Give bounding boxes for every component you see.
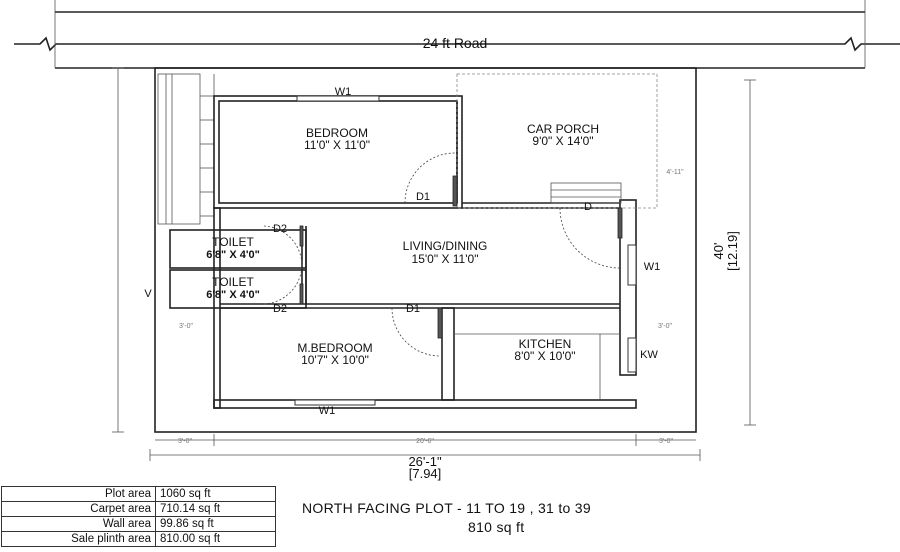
toilet2-size: 6'8" X 4'0" [206,289,260,301]
w1-top-label: W1 [335,86,352,98]
kw-label: KW [640,349,658,361]
plot-caption-line2: 810 sq ft [468,519,525,535]
bedroom-name: BEDROOM [306,126,368,140]
master-bedroom-name: M.BEDROOM [297,341,372,355]
w1-right-label: W1 [644,261,661,273]
area-label: Carpet area [1,501,156,517]
d2-top-label: D2 [273,223,287,235]
area-value: 810.00 sq ft [155,531,276,547]
depth-metric: [12.19] [725,231,740,271]
windows [294,95,637,406]
living-size: 15'0" X 11'0" [412,252,479,266]
toilet2-name: TOILET [212,275,254,289]
area-value: 710.14 sq ft [155,501,276,517]
car-porch-size: 9'0" X 14'0" [532,134,593,148]
setback-middle-dim: 20'-6" [416,438,434,445]
staircase [157,73,215,225]
kitchen-name: KITCHEN [519,337,572,351]
car-porch-name: CAR PORCH [527,122,599,136]
area-label: Sale plinth area [1,531,156,547]
d2-bottom-label: D2 [273,303,287,315]
room-labels: BEDROOM 11'0" X 11'0" CAR PORCH 9'0" X 1… [206,122,599,367]
depth-dim: 40' [711,243,726,260]
plot-boundary [154,67,697,433]
width-metric: [7.94] [409,466,442,481]
toilet1-size: 6'8" X 4'0" [206,249,260,261]
area-label: Wall area [1,516,156,532]
toilet1-name: TOILET [212,235,254,249]
doors [263,152,623,357]
d1-bottom-label: D1 [406,303,420,315]
setback-right-dim: 3'-0" [659,438,673,445]
area-value: 1060 sq ft [155,486,276,502]
area-label: Plot area [1,486,156,502]
plot-caption-line1: NORTH FACING PLOT - 11 TO 19 , 31 to 39 [302,500,591,516]
d1-top-label: D1 [416,191,430,203]
bedroom-size: 11'0" X 11'0" [304,138,370,152]
area-value: 99.86 sq ft [155,516,276,532]
dimensions: 3'-0" 20'-6" 3'-0" 3'-0" 3'-0" 4'-11" 26… [112,67,756,481]
v-label: V [144,288,152,300]
porch-offset-dim: 4'-11" [666,169,684,176]
d-main-label: D [584,201,592,213]
opening-labels: W1 W1 W1 D1 D1 D2 D2 D KW V [144,86,660,417]
living-name: LIVING/DINING [403,239,488,253]
road: 24 ft Road [14,0,900,69]
width-dim: 26'-1" [408,454,442,469]
entrance-steps [550,182,622,204]
setback-side-left-dim: 3'-0" [179,323,193,330]
car-porch-outline [456,73,658,209]
w1-bottom-label: W1 [319,405,336,417]
kitchen-size: 8'0" X 10'0" [514,349,575,363]
road-label: 24 ft Road [423,35,488,51]
setback-side-right-dim: 3'-0" [658,323,672,330]
master-bedroom-size: 10'7" X 10'0" [301,353,369,367]
setback-left-dim: 3'-0" [178,438,192,445]
